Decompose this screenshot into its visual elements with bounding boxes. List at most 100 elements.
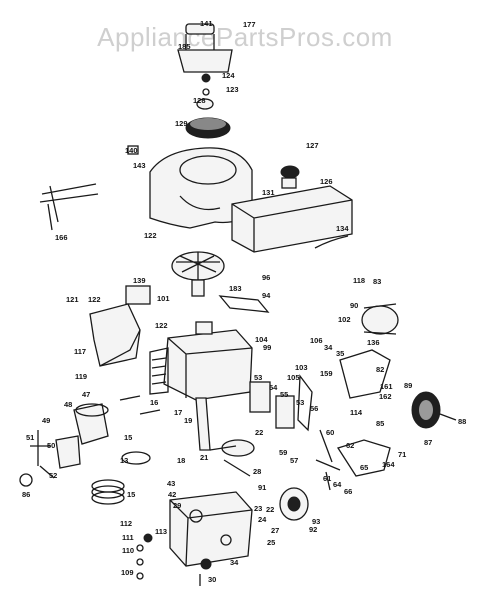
part-number-label: 34: [324, 343, 333, 352]
starter-pulley-small: [196, 98, 214, 110]
watermark-text: AppliancePartsPros.com: [97, 22, 393, 52]
handle-bracket: [39, 183, 99, 231]
part-number-label: 127: [306, 141, 319, 150]
part-number-label: 166: [55, 233, 68, 242]
part-number-label: 65: [360, 463, 368, 472]
part-number-label: 53: [254, 373, 262, 382]
part-number-label: 49: [42, 416, 50, 425]
part-number-label: 109: [121, 568, 134, 577]
part-number-label: 101: [157, 294, 170, 303]
part-number-label: 28: [253, 467, 261, 476]
crankshaft: [195, 397, 255, 477]
part-number-label: 56: [310, 404, 318, 413]
part-number-label: 141: [200, 19, 213, 28]
part-number-label: 183: [229, 284, 242, 293]
part-number-label: 94: [262, 291, 271, 300]
part-number-label: 55: [280, 390, 288, 399]
part-number-label: 164: [382, 460, 395, 469]
part-number-label: 86: [22, 490, 30, 499]
part-number-label: 117: [74, 347, 86, 356]
part-number-label: 88: [458, 417, 466, 426]
fuel-tank: [231, 165, 353, 253]
part-number-label: 99: [263, 343, 271, 352]
muffler: [361, 303, 399, 335]
piston-assembly: [73, 403, 151, 505]
part-number-label: 161: [380, 382, 393, 391]
part-number-label: 96: [262, 273, 270, 282]
part-number-label: 105: [287, 373, 300, 382]
part-number-label: 82: [376, 365, 384, 374]
part-number-label: 52: [49, 471, 57, 480]
part-number-label: 17: [174, 408, 182, 417]
part-number-label: 19: [184, 416, 192, 425]
part-number-label: 118: [353, 276, 365, 285]
part-number-label: 128: [193, 96, 206, 105]
part-number-label: 60: [326, 428, 334, 437]
cylinder-block: [149, 321, 253, 401]
part-number-label: 24: [258, 515, 267, 524]
part-number-label: 22: [266, 505, 274, 514]
part-number-label: 122: [144, 231, 157, 240]
flywheel: [171, 251, 225, 297]
crankcase-cover: [169, 491, 253, 586]
part-number-label: 102: [338, 315, 351, 324]
part-number-label: 85: [376, 419, 384, 428]
part-number-label: 13: [120, 456, 128, 465]
part-number-label: 30: [208, 575, 216, 584]
air-baffle: [89, 303, 141, 367]
part-number-label: 27: [271, 526, 279, 535]
part-number-label: 62: [346, 441, 354, 450]
part-number-label: 103: [295, 363, 308, 372]
part-number-label: 129: [175, 119, 188, 128]
pto-gear: [411, 391, 457, 429]
part-number-label: 106: [310, 336, 323, 345]
part-number-label: 61: [323, 474, 331, 483]
part-number-label: 111: [122, 533, 134, 542]
part-number-label: 51: [26, 433, 34, 442]
part-number-label: 114: [350, 408, 363, 417]
part-number-label: 122: [155, 321, 168, 330]
part-number-label: 42: [168, 490, 176, 499]
part-number-label: 119: [75, 372, 87, 381]
part-number-label: 113: [155, 527, 167, 536]
part-number-label: 159: [320, 369, 333, 378]
part-number-label: 92: [309, 525, 317, 534]
part-number-label: 124: [222, 71, 235, 80]
part-number-label: 104: [255, 335, 268, 344]
part-number-label: 93: [312, 517, 320, 526]
part-number-label: 22: [255, 428, 263, 437]
part-number-label: 185: [178, 42, 191, 51]
part-number-label: 35: [336, 349, 344, 358]
part-number-label: 131: [262, 188, 275, 197]
part-number-label: 162: [379, 392, 392, 401]
part-number-label: 122: [88, 295, 101, 304]
part-number-label: 25: [267, 538, 275, 547]
part-number-label: 18: [177, 456, 185, 465]
part-number-label: 34: [230, 558, 239, 567]
part-number-label: 143: [133, 161, 146, 170]
part-number-label: 43: [167, 479, 175, 488]
part-number-label: 53: [296, 398, 304, 407]
fasteners: [136, 533, 153, 580]
part-number-label: 110: [122, 546, 134, 555]
part-number-label: 57: [290, 456, 298, 465]
part-number-label: 83: [373, 277, 381, 286]
part-number-label: 90: [350, 301, 358, 310]
part-number-label: 140: [125, 146, 138, 155]
part-number-label: 23: [254, 504, 262, 513]
part-number-label: 16: [150, 398, 158, 407]
part-number-label: 47: [82, 390, 90, 399]
ignition-module: [125, 285, 270, 313]
part-number-label: 64: [333, 480, 342, 489]
carburetor: [249, 374, 313, 432]
part-number-label: 121: [66, 295, 79, 304]
part-number-label: 15: [127, 490, 135, 499]
throttle-linkage: [315, 349, 391, 491]
part-number-label: 89: [404, 381, 412, 390]
part-number-label: 66: [344, 487, 352, 496]
lower-gear: [279, 487, 309, 521]
part-number-label: 123: [226, 85, 239, 94]
part-number-label: 71: [398, 450, 406, 459]
part-number-label: 50: [47, 441, 55, 450]
